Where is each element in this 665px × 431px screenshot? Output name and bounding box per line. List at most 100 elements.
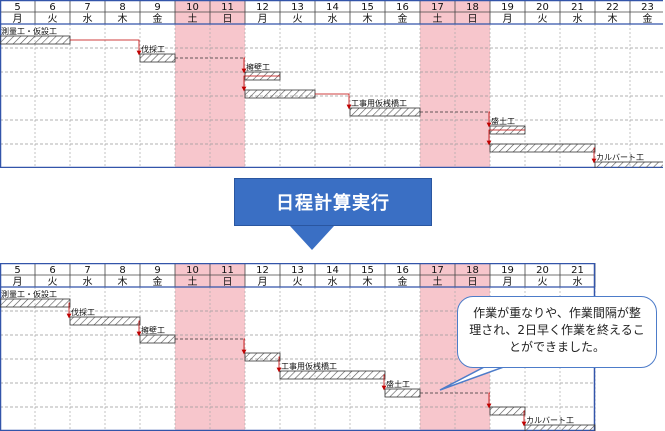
before-task-label: 擁壁工 bbox=[246, 62, 270, 72]
after-date-label: 9 bbox=[154, 265, 160, 276]
before-dependency-arrow bbox=[315, 93, 352, 110]
before-task-bar bbox=[244, 89, 316, 99]
before-dependency-arrow bbox=[486, 111, 492, 128]
after-task-bar bbox=[244, 352, 281, 362]
after-holiday-col bbox=[420, 263, 455, 431]
before-dow-label: 月 bbox=[13, 13, 23, 25]
after-dow-label: 水 bbox=[573, 276, 583, 288]
after-dow-label: 土 bbox=[433, 275, 443, 288]
before-date-label: 23 bbox=[641, 2, 654, 13]
before-date-label: 10 bbox=[186, 2, 199, 13]
before-dow-label: 火 bbox=[538, 13, 548, 25]
after-dow-label: 月 bbox=[258, 276, 268, 288]
after-dependency-arrow bbox=[66, 302, 72, 319]
after-date-label: 13 bbox=[291, 265, 304, 276]
before-dependency-arrow bbox=[486, 129, 525, 146]
before-dow-label: 水 bbox=[83, 13, 93, 25]
before-date-label: 11 bbox=[221, 2, 234, 13]
before-date-label: 8 bbox=[119, 2, 125, 13]
after-date-label: 10 bbox=[186, 265, 199, 276]
after-holiday-col bbox=[175, 263, 210, 431]
down-arrow-icon bbox=[290, 226, 334, 250]
before-date-label: 6 bbox=[49, 2, 55, 13]
after-dow-label: 金 bbox=[398, 275, 408, 288]
after-task-bar bbox=[524, 424, 596, 431]
after-date-label: 7 bbox=[84, 265, 90, 276]
after-task-label: 擁壁工 bbox=[141, 325, 165, 335]
after-task-bar bbox=[489, 406, 526, 416]
after-holiday-col bbox=[210, 263, 245, 431]
before-dow-label: 金 bbox=[153, 12, 163, 25]
after-task-bar bbox=[384, 388, 421, 398]
before-dow-label: 水 bbox=[328, 13, 338, 25]
before-task-bar bbox=[0, 35, 71, 45]
before-dow-label: 木 bbox=[118, 13, 128, 25]
before-task-label: 伐採工 bbox=[141, 44, 165, 54]
before-dow-label: 木 bbox=[608, 13, 618, 25]
before-date-label: 19 bbox=[501, 2, 514, 13]
after-date-label: 5 bbox=[14, 265, 20, 276]
after-task-bar bbox=[139, 334, 176, 344]
before-date-label: 16 bbox=[396, 2, 409, 13]
before-task-bar bbox=[349, 107, 421, 117]
after-dow-label: 日 bbox=[223, 277, 233, 288]
before-date-label: 17 bbox=[431, 2, 444, 13]
after-dow-label: 木 bbox=[118, 276, 128, 288]
after-date-label: 16 bbox=[396, 265, 409, 276]
before-date-label: 5 bbox=[14, 2, 20, 13]
after-dependency-arrow bbox=[486, 392, 492, 409]
before-date-label: 13 bbox=[291, 2, 304, 13]
after-dependency-arrow bbox=[241, 338, 247, 355]
before-date-label: 18 bbox=[466, 2, 479, 13]
before-dependency-arrow bbox=[241, 57, 247, 74]
after-dow-label: 日 bbox=[468, 277, 478, 288]
after-task-bar bbox=[69, 316, 141, 326]
after-dow-label: 土 bbox=[188, 275, 198, 288]
before-date-label: 22 bbox=[606, 2, 619, 13]
before-date-label: 15 bbox=[361, 2, 374, 13]
after-dow-label: 金 bbox=[153, 275, 163, 288]
before-dow-label: 金 bbox=[643, 12, 653, 25]
before-task-bar bbox=[594, 161, 663, 168]
before-dow-label: 土 bbox=[188, 12, 198, 25]
schedule-run-button[interactable]: 日程計算実行 bbox=[234, 178, 432, 226]
before-date-label: 20 bbox=[536, 2, 549, 13]
after-dow-label: 木 bbox=[363, 276, 373, 288]
after-date-label: 19 bbox=[501, 265, 514, 276]
after-date-label: 12 bbox=[256, 265, 269, 276]
after-dependency-arrow bbox=[136, 320, 142, 337]
before-border bbox=[0, 0, 663, 168]
after-date-label: 18 bbox=[466, 265, 479, 276]
gantt-before-svg: 5月6火7水8木9金10土11日12月13火14水15木16金17土18日19月… bbox=[0, 0, 663, 168]
before-dow-label: 土 bbox=[433, 12, 443, 25]
after-dependency-arrow bbox=[381, 374, 387, 391]
before-dow-label: 日 bbox=[223, 14, 233, 25]
before-task-label: 測量工・仮設工 bbox=[1, 26, 57, 36]
after-task-label: 盛土工 bbox=[386, 379, 410, 389]
after-dow-label: 水 bbox=[83, 276, 93, 288]
before-dow-label: 木 bbox=[363, 13, 373, 25]
after-dependency-arrow bbox=[521, 410, 527, 427]
after-dow-label: 火 bbox=[48, 276, 58, 288]
before-dow-label: 金 bbox=[398, 12, 408, 25]
after-task-label: 工事用仮桟橋工 bbox=[281, 361, 337, 371]
before-holiday-col bbox=[175, 0, 210, 168]
after-date-label: 21 bbox=[571, 265, 584, 276]
before-holiday-col bbox=[210, 0, 245, 168]
before-holiday-col bbox=[455, 0, 490, 168]
before-date-label: 7 bbox=[84, 2, 90, 13]
before-task-label: カルバート工 bbox=[596, 153, 644, 162]
after-date-label: 14 bbox=[326, 265, 339, 276]
after-date-label: 8 bbox=[119, 265, 125, 276]
before-holiday-col bbox=[420, 0, 455, 168]
before-date-label: 12 bbox=[256, 2, 269, 13]
after-dow-label: 月 bbox=[503, 276, 513, 288]
after-dow-label: 水 bbox=[328, 276, 338, 288]
before-dow-label: 火 bbox=[48, 13, 58, 25]
after-date-label: 6 bbox=[49, 265, 55, 276]
after-task-label: カルバート工 bbox=[526, 416, 574, 425]
after-task-label: 伐採工 bbox=[71, 307, 95, 317]
after-dow-label: 月 bbox=[13, 276, 23, 288]
before-dependency-arrow bbox=[591, 147, 597, 164]
before-dow-label: 月 bbox=[503, 13, 513, 25]
